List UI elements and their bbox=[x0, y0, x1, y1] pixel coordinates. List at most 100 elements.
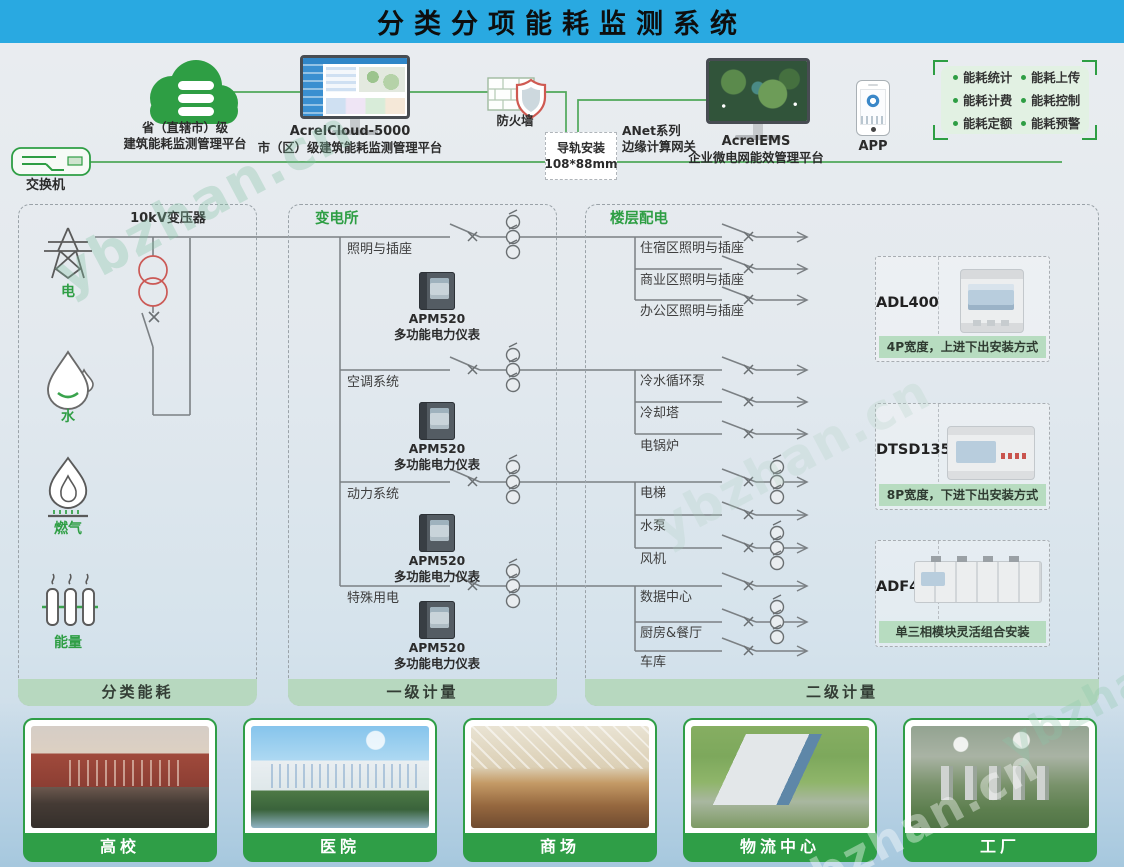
meter-card-adf400l: ADF400L 单三相模块灵活组合安装 bbox=[875, 540, 1050, 647]
section-footer: 二级计量 bbox=[585, 679, 1099, 706]
transformer-label: 10kV变压器 bbox=[130, 211, 206, 226]
feature-item: 能耗预警 bbox=[1015, 114, 1083, 132]
site-card-mall: 商场 bbox=[463, 718, 657, 862]
branch-label: 数据中心 bbox=[640, 590, 693, 605]
bullet-icon bbox=[953, 74, 958, 80]
dashboard-map bbox=[359, 67, 405, 92]
bracket-corner bbox=[933, 60, 948, 75]
floor-distribution-title: 楼层配电 bbox=[610, 211, 668, 227]
branch-label: 风机 bbox=[640, 552, 667, 567]
logistics-photo bbox=[691, 726, 869, 828]
apm520-meter bbox=[419, 402, 455, 440]
dashboard-charts bbox=[326, 98, 405, 114]
branch-label: 特殊用电 bbox=[347, 591, 400, 606]
site-card-university: 高校 bbox=[23, 718, 217, 862]
branch-label: 水泵 bbox=[640, 519, 667, 534]
branch-label: 住宿区照明与插座 bbox=[640, 241, 745, 256]
branch-label: 冷却塔 bbox=[640, 406, 680, 421]
apm520-label: APM520 多功能电力仪表 bbox=[393, 554, 481, 584]
divider bbox=[938, 257, 939, 334]
branch-label: 空调系统 bbox=[347, 375, 400, 390]
firewall-icon bbox=[487, 77, 547, 120]
shield-icon bbox=[515, 78, 547, 120]
feature-item: 能耗控制 bbox=[1015, 91, 1083, 109]
dashboard-header bbox=[303, 58, 407, 64]
site-card-factory: 工厂 bbox=[903, 718, 1097, 862]
meter-card-dtsd1352: DTSD1352 8P宽度，下进下出安装方式 bbox=[875, 403, 1050, 510]
dashboard-screen bbox=[300, 55, 410, 119]
acrelems-monitor bbox=[706, 58, 810, 140]
energy-label-water: 水 bbox=[61, 409, 75, 425]
branch-label: 车库 bbox=[640, 655, 667, 670]
feature-item: 能耗计费 bbox=[947, 91, 1015, 109]
site-label: 医院 bbox=[244, 833, 436, 861]
apm520-label: APM520 多功能电力仪表 bbox=[393, 442, 481, 472]
bullet-icon bbox=[953, 97, 958, 103]
university-photo bbox=[31, 726, 209, 828]
branch-label: 冷水循环泵 bbox=[640, 374, 706, 389]
site-label: 商场 bbox=[464, 833, 656, 861]
dashboard-sidebar bbox=[303, 64, 323, 116]
feature-item: 能耗上传 bbox=[1015, 68, 1083, 86]
bracket-corner bbox=[1082, 125, 1097, 140]
energy-label-electric: 电 bbox=[61, 284, 75, 300]
meter-install-note: 4P宽度，上进下出安装方式 bbox=[879, 336, 1046, 358]
title-bar: 分类分项能耗监测系统 bbox=[0, 0, 1124, 43]
firewall-label: 防火墙 bbox=[496, 114, 534, 128]
apm520-label: APM520 多功能电力仪表 bbox=[393, 641, 481, 671]
apm520-meter bbox=[419, 514, 455, 552]
bullet-icon bbox=[1021, 120, 1026, 126]
cloud-server-icon bbox=[150, 60, 238, 124]
meter-install-note: 单三相模块灵活组合安装 bbox=[879, 621, 1046, 643]
rail-mount-note: 导轨安装 108*88mm bbox=[544, 132, 618, 180]
section-primary-metering: 一级计量 bbox=[288, 204, 557, 706]
dtsd1352-device bbox=[947, 426, 1035, 480]
site-card-logistics: 物流中心 bbox=[683, 718, 877, 862]
substation-title: 变电所 bbox=[315, 211, 359, 227]
site-label: 物流中心 bbox=[684, 833, 876, 861]
bracket-corner bbox=[933, 125, 948, 140]
energy-label-gas: 燃气 bbox=[54, 521, 82, 537]
branch-label: 商业区照明与插座 bbox=[640, 273, 745, 288]
branch-label: 办公区照明与插座 bbox=[640, 304, 745, 319]
meter-name: DTSD1352 bbox=[876, 442, 961, 458]
branch-label: 动力系统 bbox=[347, 487, 400, 502]
branch-label: 电梯 bbox=[640, 486, 667, 501]
section-footer: 一级计量 bbox=[288, 679, 557, 706]
feature-item: 能耗定额 bbox=[947, 114, 1015, 132]
section-secondary-metering: 二级计量 bbox=[585, 204, 1099, 706]
feature-list: 能耗统计 能耗上传 能耗计费 能耗控制 能耗定额 能耗预警 bbox=[941, 66, 1089, 134]
section-footer: 分类能耗 bbox=[18, 679, 257, 706]
acrelems-label: AcrelEMS 企业微电网能效管理平台 bbox=[688, 134, 824, 165]
divider bbox=[938, 404, 939, 482]
bullet-icon bbox=[1021, 97, 1026, 103]
campus-aerial-view bbox=[709, 61, 807, 121]
apm520-meter bbox=[419, 601, 455, 639]
page-title: 分类分项能耗监测系统 bbox=[377, 9, 747, 40]
app-label: APP bbox=[858, 139, 888, 154]
bullet-icon bbox=[953, 120, 958, 126]
mall-photo bbox=[471, 726, 649, 828]
adf400l-device bbox=[914, 556, 1042, 603]
adl400-device bbox=[960, 269, 1024, 333]
mobile-app-icon bbox=[856, 80, 890, 136]
provincial-platform-label: 省（直辖市）级 建筑能耗监测管理平台 bbox=[123, 121, 247, 151]
meter-name: ADL400 bbox=[876, 295, 939, 311]
site-card-hospital: 医院 bbox=[243, 718, 437, 862]
branch-label: 厨房&餐厅 bbox=[640, 626, 703, 641]
dashboard-cards bbox=[326, 67, 356, 92]
bullet-icon bbox=[1021, 74, 1026, 80]
hospital-photo bbox=[251, 726, 429, 828]
feature-panel: 能耗统计 能耗上传 能耗计费 能耗控制 能耗定额 能耗预警 bbox=[933, 60, 1097, 140]
apm520-meter bbox=[419, 272, 455, 310]
energy-label-heat: 能量 bbox=[54, 635, 82, 651]
meter-card-adl400: ADL400 4P宽度，上进下出安装方式 bbox=[875, 256, 1050, 362]
feature-item: 能耗统计 bbox=[947, 68, 1015, 86]
app-screen bbox=[860, 89, 886, 125]
site-label: 高校 bbox=[24, 833, 216, 861]
bracket-corner bbox=[1082, 60, 1097, 75]
factory-photo bbox=[911, 726, 1089, 828]
branch-label: 电锅炉 bbox=[640, 439, 680, 454]
acrelcloud-label: AcrelCloud-5000 市（区）级建筑能耗监测管理平台 bbox=[257, 124, 443, 155]
